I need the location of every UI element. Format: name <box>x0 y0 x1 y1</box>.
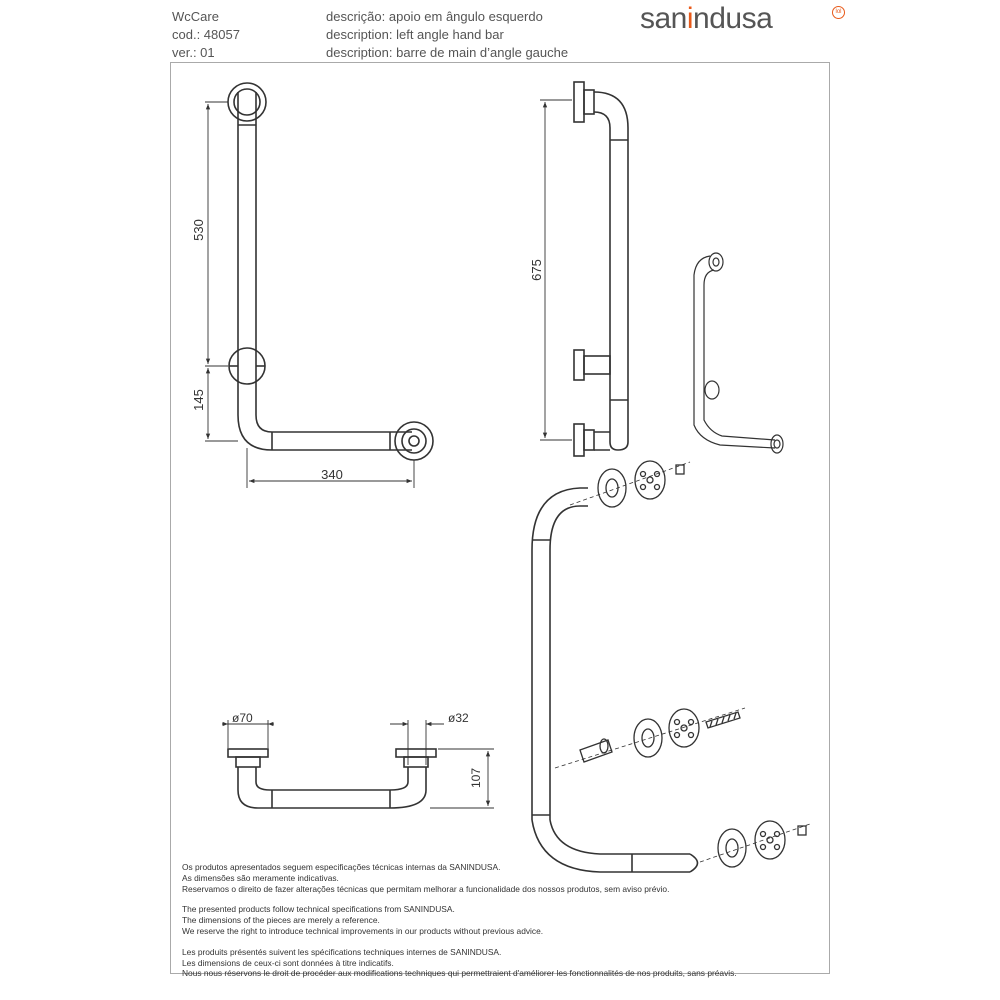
note-line: Nous nous réservons le droit de procéder… <box>182 968 737 979</box>
note-line: The presented products follow technical … <box>182 904 455 915</box>
description-en: description: left angle hand bar <box>326 27 504 42</box>
dim-107: 107 <box>469 768 483 788</box>
legal-notes: Os produtos apresentados seguem especifi… <box>182 852 822 989</box>
exploded-hardware-middle <box>554 707 746 769</box>
front-view <box>227 82 434 461</box>
note-line: The dimensions of the pieces are merely … <box>182 915 380 926</box>
exploded-view <box>531 487 699 873</box>
product-version: ver.: 01 <box>172 45 215 60</box>
plan-view-dimensions <box>222 720 494 809</box>
note-line: Os produtos apresentados seguem especifi… <box>182 862 501 872</box>
logo-mark-icon: lol <box>832 6 845 19</box>
front-view-dimensions <box>205 101 415 488</box>
dim-675: 675 <box>529 259 544 281</box>
side-view-dimensions <box>540 99 572 441</box>
exploded-hardware-top <box>569 460 691 508</box>
sanindusa-logo: sanindusa <box>640 2 773 35</box>
note-line: Reservamos o direito de fazer alterações… <box>182 883 670 894</box>
description-pt: descrição: apoio em ângulo esquerdo <box>326 9 543 24</box>
description-fr: description: barre de main d’angle gauch… <box>326 45 569 60</box>
plan-view <box>227 748 437 809</box>
brand-name: WcCare <box>172 9 219 24</box>
drawing-frame <box>170 62 830 974</box>
side-view <box>573 81 629 457</box>
exploded-hardware-bottom <box>699 820 811 868</box>
dim-530: 530 <box>191 219 206 241</box>
dim-145: 145 <box>191 389 206 411</box>
note-line: We reserve the right to introduce techni… <box>182 925 544 936</box>
product-code: cod.: 48057 <box>172 27 240 42</box>
note-line: As dimensões são meramente indicativas. <box>182 872 339 883</box>
iso-view <box>693 252 784 454</box>
dim-diameter-32: ø32 <box>448 711 469 725</box>
note-line: Les dimensions de ceux-ci sont données à… <box>182 957 394 968</box>
dim-diameter-70: ø70 <box>232 711 253 725</box>
note-line: Les produits présentés suivent les spéci… <box>182 946 502 957</box>
dim-340: 340 <box>321 467 343 482</box>
